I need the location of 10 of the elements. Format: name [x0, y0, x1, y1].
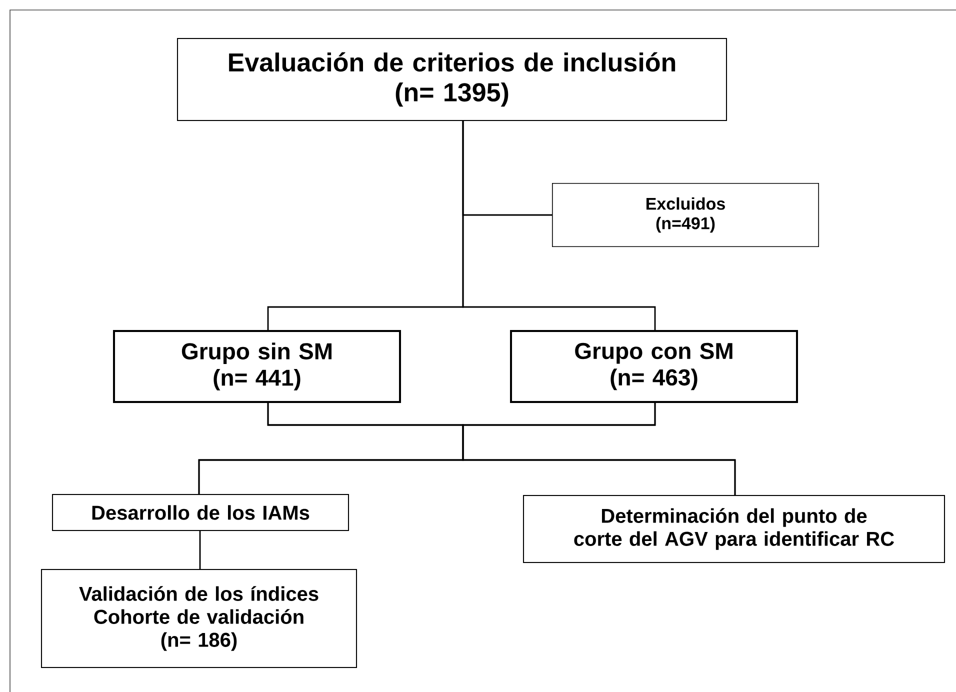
flow-box: Grupo con SM (n= 463): [510, 330, 798, 403]
connector-line: [462, 121, 656, 330]
flow-box: Excluidos (n=491): [552, 183, 819, 247]
flow-box: Desarrollo de los IAMs: [52, 494, 349, 531]
flow-box: Validación de los índices Cohorte de validación (n= 186): [41, 569, 357, 668]
flow-box: Determinación del punto de corte del AGV para identificar RC: [523, 495, 945, 563]
flow-box: Evaluación de criterios de inclusión (n= 1395): [177, 38, 727, 121]
connector-line: [462, 403, 736, 495]
connector-line: [199, 531, 201, 569]
flow-box: Grupo sin SM (n= 441): [113, 330, 401, 403]
